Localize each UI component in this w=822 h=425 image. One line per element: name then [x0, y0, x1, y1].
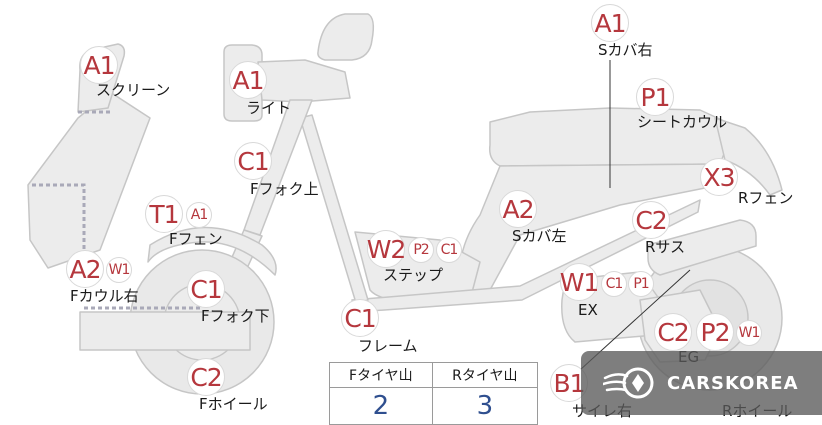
part-label-frame: フレーム	[358, 337, 418, 355]
mirror-shape	[317, 13, 375, 61]
grade-badge-frame: C1	[341, 299, 379, 337]
part-label-side-cover-right: Sカバ右	[598, 41, 653, 59]
part-label-front-wheel: Fホイール	[199, 395, 268, 413]
grade-badge-exhaust: W1	[560, 263, 599, 301]
tire-table-value-row: 2 3	[329, 387, 539, 425]
cowl-lower-shape	[79, 311, 251, 351]
front-tire-value: 2	[329, 387, 433, 425]
rear-fender-shape	[714, 117, 783, 196]
frame-downtube-shape	[299, 114, 369, 304]
part-label-step: ステップ	[383, 266, 444, 284]
front-cowl-shape	[27, 91, 151, 269]
grade-badge-engine: C2	[654, 313, 692, 351]
part-label-seat-cowl: シートカウル	[637, 113, 728, 131]
grade-badge-front-cowl-2: W1	[106, 257, 132, 283]
part-label-screen: スクリーン	[96, 81, 171, 99]
grade-badge-front-cowl: A2	[66, 250, 104, 288]
part-label-rear-fender: Rフェン	[738, 189, 794, 207]
grade-badge-light: A1	[229, 61, 267, 99]
rear-tire-value: 3	[431, 387, 539, 425]
grade-badge-side-cover-right: A1	[591, 4, 629, 42]
part-label-rear-suspension: Rサス	[645, 238, 686, 256]
grade-badge-step-3: C1	[436, 237, 462, 263]
part-label-front-fender: Fフェン	[169, 230, 223, 248]
seat-cowl-shape	[488, 107, 736, 167]
grade-badge-front-fender-2: A1	[186, 202, 212, 228]
carskorea-wordmark: CARSKOREA	[667, 373, 799, 394]
tire-tread-table: Fタイヤ山 Rタイヤ山 2 3	[329, 362, 539, 425]
grade-badge-exhaust-2: C1	[601, 271, 627, 297]
grade-badge-fork-upper: C1	[234, 142, 272, 180]
grade-badge-exhaust-3: P1	[628, 271, 654, 297]
rear-suspension-shape	[647, 219, 757, 276]
grade-badge-screen: A1	[80, 46, 118, 84]
grade-badge-step-2: P2	[408, 237, 434, 263]
front-tire-header: Fタイヤ山	[329, 362, 433, 388]
part-label-side-cover-left: Sカバ左	[512, 227, 567, 245]
part-label-light: ライト	[246, 99, 292, 117]
grade-badge-fork-lower: C1	[187, 270, 225, 308]
front-fender-shape	[147, 226, 277, 276]
part-label-fork-upper: Fフォク上	[250, 180, 319, 198]
grade-badge-engine-2: P2	[696, 313, 734, 351]
carskorea-watermark: CARSKOREA	[581, 351, 822, 415]
rear-tire-header: Rタイヤ山	[431, 362, 539, 388]
handlebar-shape	[257, 59, 351, 103]
part-label-front-cowl: Fカウル右	[70, 287, 139, 305]
cowl-panel-line-mid	[32, 183, 86, 262]
grade-badge-front-wheel: C2	[187, 358, 225, 396]
grade-badge-seat-cowl: P1	[636, 78, 674, 116]
grade-badge-side-cover-left: A2	[499, 190, 537, 228]
grade-badge-rear-fender: X3	[700, 158, 738, 196]
grade-badge-engine-3: W1	[736, 320, 762, 346]
part-label-fork-lower: Fフォク下	[201, 307, 270, 325]
tire-table-header-row: Fタイヤ山 Rタイヤ山	[329, 362, 539, 388]
grade-badge-front-fender: T1	[145, 195, 183, 233]
grade-badge-step: W2	[367, 230, 406, 268]
part-label-exhaust: EX	[578, 301, 598, 319]
carskorea-logo-icon	[603, 367, 654, 399]
grade-badge-rear-suspension: C2	[632, 201, 670, 239]
